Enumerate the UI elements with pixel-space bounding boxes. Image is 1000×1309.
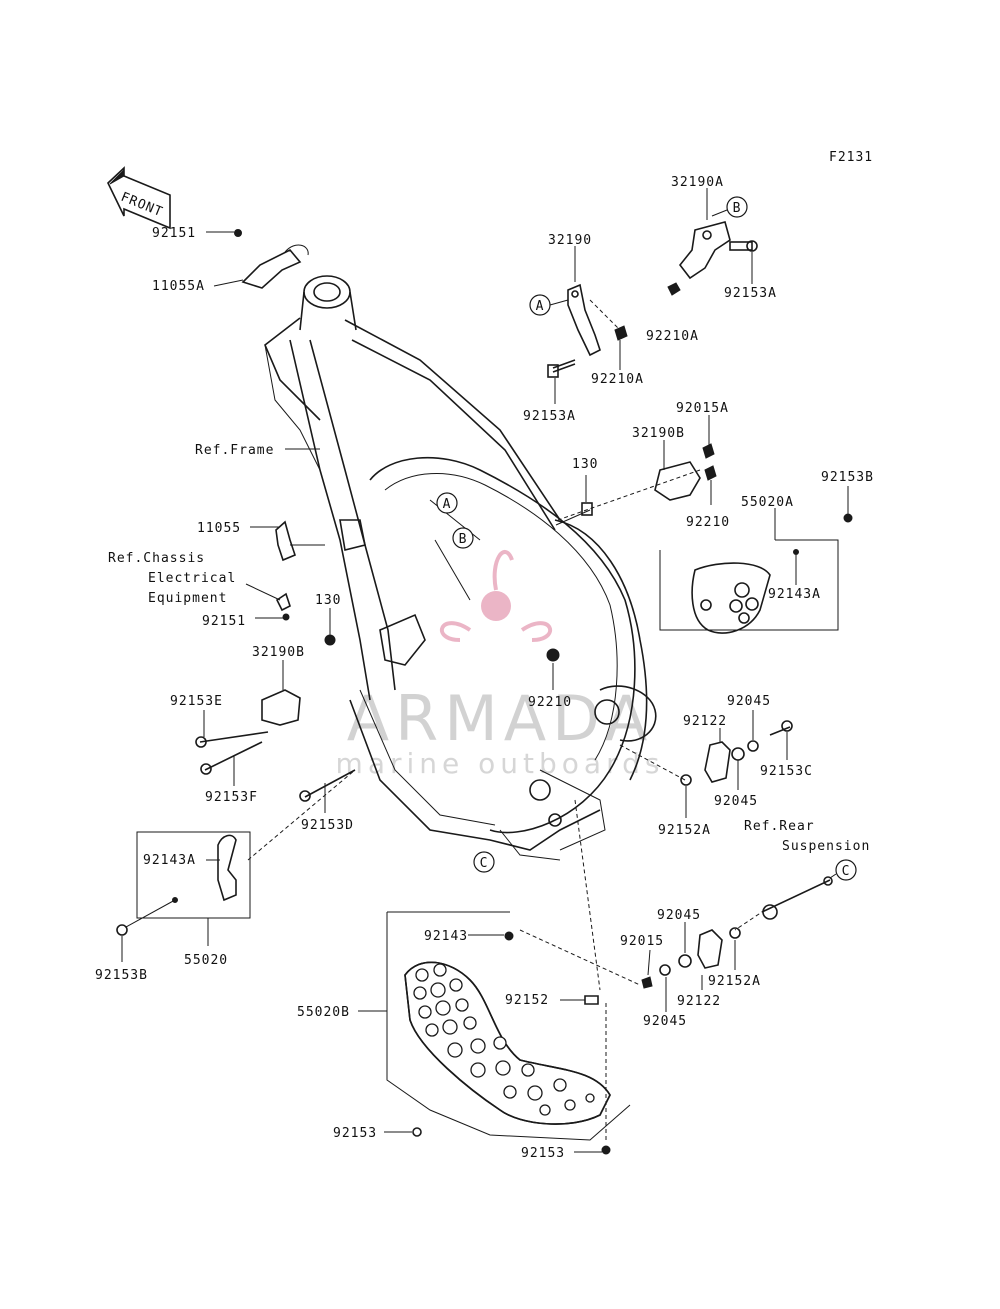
label-ref-rear-2: Suspension: [782, 839, 870, 854]
label-92210-center: 92210: [528, 695, 572, 710]
label-92143A-right: 92143A: [768, 587, 821, 602]
callout-a-frame: A: [436, 492, 458, 514]
label-92152A-top: 92152A: [658, 823, 711, 838]
label-ref-chassis-2: Electrical: [148, 571, 236, 586]
label-92152: 92152: [505, 993, 549, 1008]
label-92143A-left: 92143A: [143, 853, 196, 868]
label-92153D: 92153D: [301, 818, 354, 833]
label-92045-top: 92045: [727, 694, 771, 709]
label-55020B: 55020B: [297, 1005, 350, 1020]
guard-55020A-drawing: [691, 513, 853, 634]
label-92152A-low: 92152A: [708, 974, 761, 989]
svg-text:B: B: [459, 532, 468, 547]
label-32190B-right: 32190B: [632, 426, 685, 441]
label-55020A: 55020A: [741, 495, 794, 510]
label-92153-left: 92153: [333, 1126, 377, 1141]
label-92153A-top: 92153A: [724, 286, 777, 301]
label-130-left: 130: [315, 593, 341, 608]
label-32190: 32190: [548, 233, 592, 248]
main-frame-drawing: [264, 275, 657, 861]
front-arrow-icon: FRONT: [107, 166, 171, 230]
label-92153F: 92153F: [205, 790, 258, 805]
label-92153E: 92153E: [170, 694, 223, 709]
callout-b-frame: B: [452, 527, 474, 549]
label-92210A-1: 92210A: [646, 329, 699, 344]
label-ref-chassis-3: Equipment: [148, 591, 227, 606]
callout-c-rear: C: [829, 859, 857, 881]
pivot-parts-drawing: [641, 720, 833, 989]
callout-c-frame: C: [473, 851, 495, 873]
label-92015: 92015: [620, 934, 664, 949]
label-92153C: 92153C: [760, 764, 813, 779]
label-92153A-mid: 92153A: [523, 409, 576, 424]
watermark-brand: ARMADA: [347, 682, 653, 755]
label-ref-chassis-1: Ref.Chassis: [108, 551, 205, 566]
label-92045-low: 92045: [657, 908, 701, 923]
svg-text:A: A: [536, 299, 545, 314]
label-130-top: 130: [572, 457, 598, 472]
part-labels: 32190A 32190 92153A 92210A 92210A 92153A…: [95, 175, 874, 1161]
callout-a-top: A: [529, 294, 569, 316]
label-92210A-2: 92210A: [591, 372, 644, 387]
callout-b-top: B: [711, 196, 748, 218]
label-92153B-left: 92153B: [95, 968, 148, 983]
label-11055: 11055: [197, 521, 241, 536]
label-ref-rear-1: Ref.Rear: [744, 819, 815, 834]
svg-text:C: C: [480, 856, 489, 871]
label-92143: 92143: [424, 929, 468, 944]
label-32190B-left: 32190B: [252, 645, 305, 660]
figure-code: F2131: [829, 150, 873, 165]
watermark-tagline: marine outboards: [336, 747, 665, 780]
svg-text:A: A: [443, 497, 452, 512]
label-55020: 55020: [184, 953, 228, 968]
label-92153B-right: 92153B: [821, 470, 874, 485]
label-92045-bottom: 92045: [643, 1014, 687, 1029]
label-92151-left: 92151: [202, 614, 246, 629]
svg-text:B: B: [733, 201, 742, 216]
leader-lines: [121, 188, 849, 1153]
label-92210-right: 92210: [686, 515, 730, 530]
label-92122-top: 92122: [683, 714, 727, 729]
label-92151-top: 92151: [152, 226, 196, 241]
label-11055A: 11055A: [152, 279, 205, 294]
label-ref-frame: Ref.Frame: [195, 443, 274, 458]
label-92015A: 92015A: [676, 401, 729, 416]
svg-text:C: C: [842, 864, 851, 879]
label-92045-mid: 92045: [714, 794, 758, 809]
label-92122-low: 92122: [677, 994, 721, 1009]
guard-55020-drawing: [116, 834, 237, 936]
label-32190A: 32190A: [671, 175, 724, 190]
skid-plate-55020B-drawing: [404, 931, 611, 1155]
label-92153-bottom: 92153: [521, 1146, 565, 1161]
